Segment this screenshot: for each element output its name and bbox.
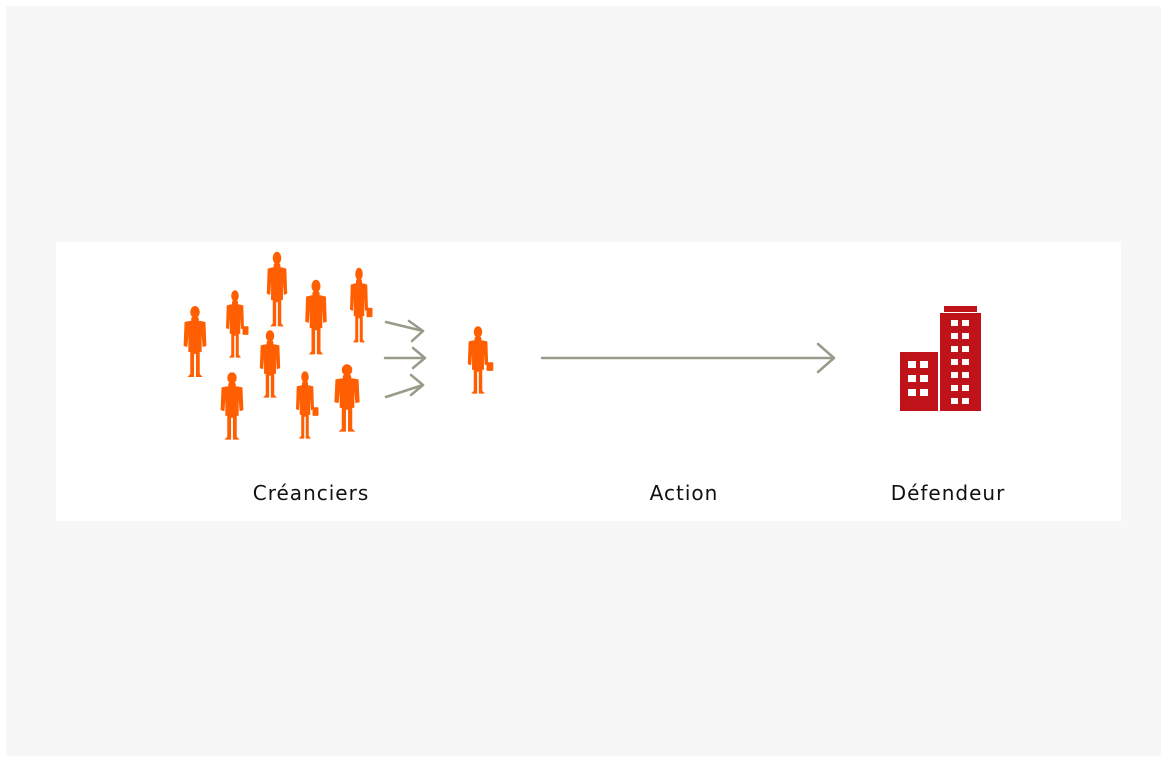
person-icon [220, 372, 244, 440]
arrow-right-icon [540, 342, 836, 374]
action-arrow [540, 342, 836, 374]
action-label: Action [649, 481, 719, 505]
person-icon [350, 268, 373, 343]
person-icon [468, 326, 494, 393]
defendant-label: Défendeur [890, 481, 1006, 505]
arrow-right-icon [384, 373, 425, 399]
arrow-right-icon [383, 346, 427, 370]
person-icon [259, 330, 281, 398]
creditors-label: Créanciers [252, 481, 370, 505]
arrow-right-icon [384, 319, 425, 343]
grouping-arrows [383, 319, 427, 399]
person-icon [226, 290, 249, 357]
person-icon [183, 306, 207, 377]
person-icon [305, 279, 327, 355]
person-icon [266, 251, 288, 327]
person-icon [334, 364, 360, 432]
person-icon [296, 371, 319, 438]
representative-person [468, 326, 494, 393]
creditors-group [183, 251, 373, 440]
building-icon [900, 306, 981, 411]
